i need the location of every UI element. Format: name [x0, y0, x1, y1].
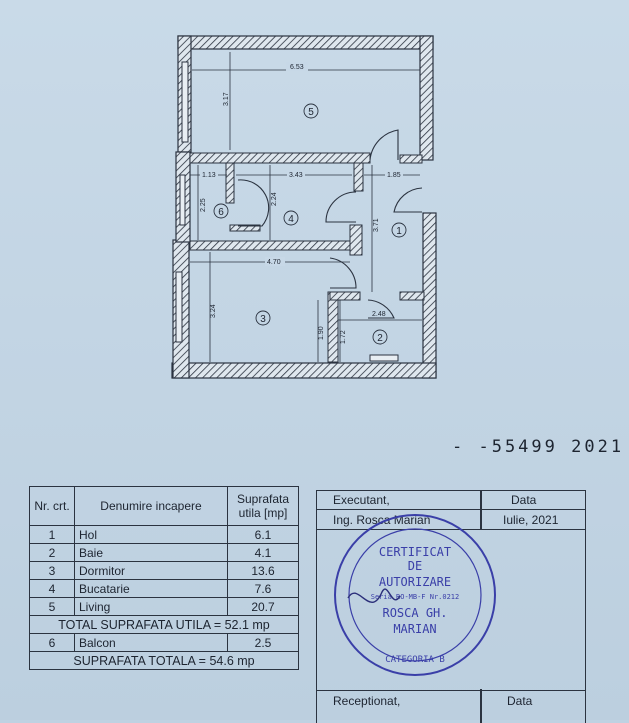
- dim-kitchen-depth: 2.24: [271, 192, 278, 206]
- total-area: SUPRAFATA TOTALA = 54.6 mp: [29, 651, 299, 670]
- row-area: 7.6: [227, 579, 299, 598]
- dim-bath6-depth: 2.25: [200, 198, 207, 212]
- room-marker-3: 3: [260, 314, 266, 325]
- table-row: 5 Living 20.7: [29, 597, 299, 616]
- table-row: 1 Hol 6.1: [29, 525, 299, 544]
- row-name: Hol: [74, 525, 228, 544]
- stamp-line-6: MARIAN: [393, 622, 436, 636]
- stamp-line-1: CERTIFICAT: [379, 545, 451, 559]
- stamp-line-3: AUTORIZARE: [379, 575, 451, 589]
- dim-bath2-width: 2.48: [372, 311, 386, 318]
- stamp-signature: [347, 588, 401, 603]
- header-nr: Nr. crt.: [29, 486, 75, 526]
- room-marker-6: 6: [218, 207, 224, 218]
- divider: [480, 689, 482, 723]
- row-name: Dormitor: [74, 561, 228, 580]
- row-nr: 2: [29, 543, 75, 562]
- table-row: 4 Bucatarie 7.6: [29, 579, 299, 598]
- stamp-category: CATEGORIA B: [385, 655, 445, 665]
- dim-hall-depth: 3.71: [373, 218, 380, 232]
- row-nr: 4: [29, 579, 75, 598]
- stamp-line-2: DE: [408, 559, 422, 573]
- total-useful-area: TOTAL SUPRAFATA UTILA = 52.1 mp: [29, 615, 299, 634]
- divider: [317, 491, 585, 510]
- room-marker-4: 4: [288, 214, 294, 225]
- row-nr: 5: [29, 597, 75, 616]
- dim-living-depth: 3.17: [223, 92, 230, 106]
- dim-hall-width: 1.85: [387, 172, 401, 179]
- executant-label: Executant,: [333, 493, 390, 507]
- stamp-outer-ring: [334, 514, 496, 676]
- dim-door-height-2: 1.72: [340, 330, 347, 344]
- divider: [317, 509, 585, 530]
- authorization-stamp: CERTIFICAT DE AUTORIZARE Seria RO-MB-F N…: [334, 514, 496, 676]
- dim-kitchen-width: 3.43: [289, 172, 303, 179]
- row-name: Balcon: [74, 633, 228, 652]
- total-row: SUPRAFATA TOTALA = 54.6 mp: [29, 651, 299, 670]
- room-marker-2: 2: [377, 333, 383, 344]
- row-nr: 3: [29, 561, 75, 580]
- date-value: Iulie, 2021: [503, 513, 559, 527]
- signature-box: Executant, Data Ing. Rosca Marian Iulie,…: [316, 490, 586, 723]
- header-area: Suprafata utila [mp]: [227, 486, 299, 526]
- table-row: 3 Dormitor 13.6: [29, 561, 299, 580]
- dim-bedroom-width: 4.70: [267, 259, 281, 266]
- dim-bedroom-depth: 3.24: [210, 304, 217, 318]
- room-marker-5: 5: [308, 107, 314, 118]
- row-area: 13.6: [227, 561, 299, 580]
- interior-walls: [189, 152, 425, 363]
- dim-bath6-width: 1.13: [202, 172, 216, 179]
- table-row: 2 Baie 4.1: [29, 543, 299, 562]
- row-name: Baie: [74, 543, 228, 562]
- stamp-line-5: ROSCA GH.: [382, 606, 447, 620]
- row-area: 6.1: [227, 525, 299, 544]
- row-area: 4.1: [227, 543, 299, 562]
- exterior-walls: [171, 35, 437, 379]
- serial-number: - -55499 2021: [452, 437, 625, 457]
- row-nr: 6: [29, 633, 75, 652]
- received-date-label: Data: [507, 694, 533, 708]
- total-useful-row: TOTAL SUPRAFATA UTILA = 52.1 mp: [29, 615, 299, 634]
- date-label: Data: [511, 493, 537, 507]
- divider: [480, 491, 482, 529]
- row-area: 20.7: [227, 597, 299, 616]
- received-label: Receptionat,: [333, 694, 401, 708]
- room-area-table: Nr. crt. Denumire incapere Suprafata uti…: [29, 486, 299, 670]
- dim-living-width: 6.53: [290, 64, 304, 71]
- row-nr: 1: [29, 525, 75, 544]
- header-name: Denumire incapere: [74, 486, 228, 526]
- row-name: Bucatarie: [74, 579, 228, 598]
- stamp-line-4: Seria RO-MB-F Nr.0212: [371, 593, 460, 601]
- row-area: 2.5: [227, 633, 299, 652]
- row-name: Living: [74, 597, 228, 616]
- stamp-inner-ring: [348, 528, 482, 662]
- divider: [317, 689, 585, 691]
- table-row: 6 Balcon 2.5: [29, 633, 299, 652]
- dim-door-height-1: 1.90: [318, 326, 325, 340]
- floor-plan: 6.53 3.17 1.13 3.43 1.85 2.25 2.24 3.71 …: [171, 35, 437, 379]
- table-header-row: Nr. crt. Denumire incapere Suprafata uti…: [29, 486, 299, 526]
- room-marker-1: 1: [396, 226, 402, 237]
